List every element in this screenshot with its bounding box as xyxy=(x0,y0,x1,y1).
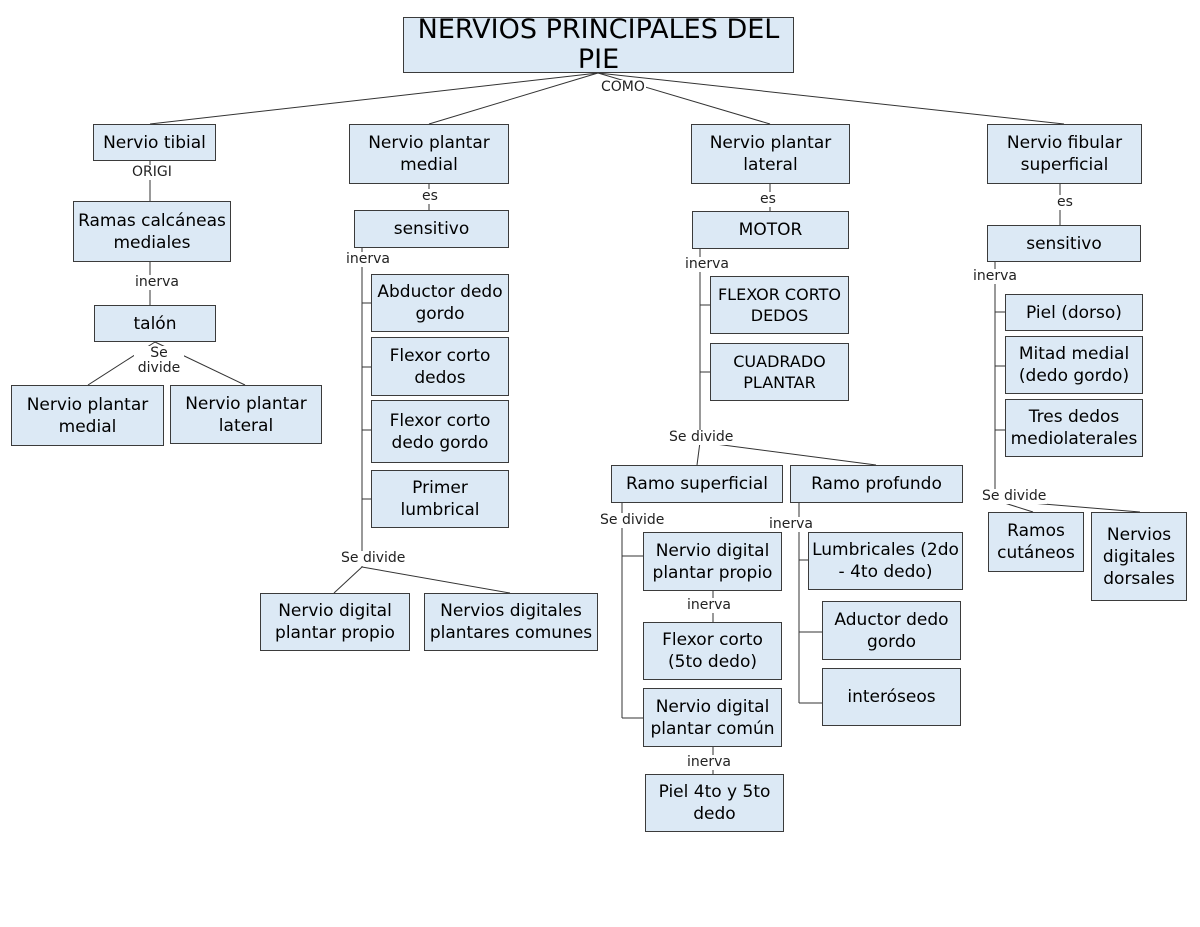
diagram-title: NERVIOS PRINCIPALES DEL PIE xyxy=(403,17,794,73)
label-se-divide-fibular: Se divide xyxy=(981,488,1048,504)
label-es-medial: es xyxy=(421,188,439,204)
node-ramas-calcaneas-mediales: Ramas calcáneas mediales xyxy=(73,201,231,262)
label-como: COMO xyxy=(600,79,646,95)
node-digital-plantar-propio-medial: Nervio digital plantar propio xyxy=(260,593,410,651)
node-flexor-corto-dedos-lateral: FLEXOR CORTO DEDOS xyxy=(710,276,849,334)
node-digital-plantar-propio-lateral: Nervio digital plantar propio xyxy=(643,532,782,591)
node-digital-plantar-comun: Nervio digital plantar común xyxy=(643,688,782,747)
node-ramos-cutaneos: Ramos cutáneos xyxy=(988,512,1084,572)
node-aductor-dedo-gordo: Aductor dedo gordo xyxy=(822,601,961,660)
label-inerva-comun: inerva xyxy=(686,754,732,770)
node-tres-dedos-mediolaterales: Tres dedos mediolaterales xyxy=(1005,399,1143,457)
node-mitad-medial: Mitad medial (dedo gordo) xyxy=(1005,336,1143,394)
node-piel-dorso: Piel (dorso) xyxy=(1005,294,1143,331)
node-sensitivo-fibular: sensitivo xyxy=(987,225,1141,262)
label-inerva-lateral: inerva xyxy=(684,256,730,272)
node-abductor-dedo-gordo: Abductor dedo gordo xyxy=(371,274,509,332)
label-inerva-fibular: inerva xyxy=(972,268,1018,284)
node-nervio-plantar-medial: Nervio plantar medial xyxy=(349,124,509,184)
node-talon-plantar-lateral: Nervio plantar lateral xyxy=(170,385,322,444)
label-se-divide-superficial: Se divide xyxy=(599,512,666,528)
label-inerva-propio: inerva xyxy=(686,597,732,613)
label-inerva-medial: inerva xyxy=(345,251,391,267)
node-flexor-corto-dedos-medial: Flexor corto dedos xyxy=(371,337,509,396)
node-cuadrado-plantar: CUADRADO PLANTAR xyxy=(710,343,849,401)
label-origina: ORIGI xyxy=(131,164,173,180)
node-sensitivo-medial: sensitivo xyxy=(354,210,509,248)
node-ramo-profundo: Ramo profundo xyxy=(790,465,963,503)
label-se-divide-lateral: Se divide xyxy=(668,429,735,445)
label-se-divide-talon: Se divide xyxy=(134,346,184,376)
node-talon-plantar-medial: Nervio plantar medial xyxy=(11,385,164,446)
node-talon: talón xyxy=(94,305,216,342)
node-interoseos: interóseos xyxy=(822,668,961,726)
node-flexor-corto-5to-dedo: Flexor corto (5to dedo) xyxy=(643,622,782,680)
label-es-fibular: es xyxy=(1056,194,1074,210)
label-es-lateral: es xyxy=(759,191,777,207)
label-se-divide-medial: Se divide xyxy=(340,550,407,566)
node-ramo-superficial: Ramo superficial xyxy=(611,465,783,503)
node-piel-4to-5to-dedo: Piel 4to y 5to dedo xyxy=(645,774,784,832)
node-motor: MOTOR xyxy=(692,211,849,249)
node-lumbricales: Lumbricales (2do - 4to dedo) xyxy=(808,532,963,590)
node-nervio-fibular-superficial: Nervio fibular superficial xyxy=(987,124,1142,184)
label-inerva-profundo: inerva xyxy=(768,516,814,532)
node-flexor-corto-dedo-gordo: Flexor corto dedo gordo xyxy=(371,400,509,463)
node-nervios-digitales-dorsales: Nervios digitales dorsales xyxy=(1091,512,1187,601)
label-inerva-talon: inerva xyxy=(134,274,180,290)
node-digitales-plantares-comunes: Nervios digitales plantares comunes xyxy=(424,593,598,651)
node-primer-lumbrical: Primer lumbrical xyxy=(371,470,509,528)
node-nervio-plantar-lateral: Nervio plantar lateral xyxy=(691,124,850,184)
node-nervio-tibial: Nervio tibial xyxy=(93,124,216,161)
